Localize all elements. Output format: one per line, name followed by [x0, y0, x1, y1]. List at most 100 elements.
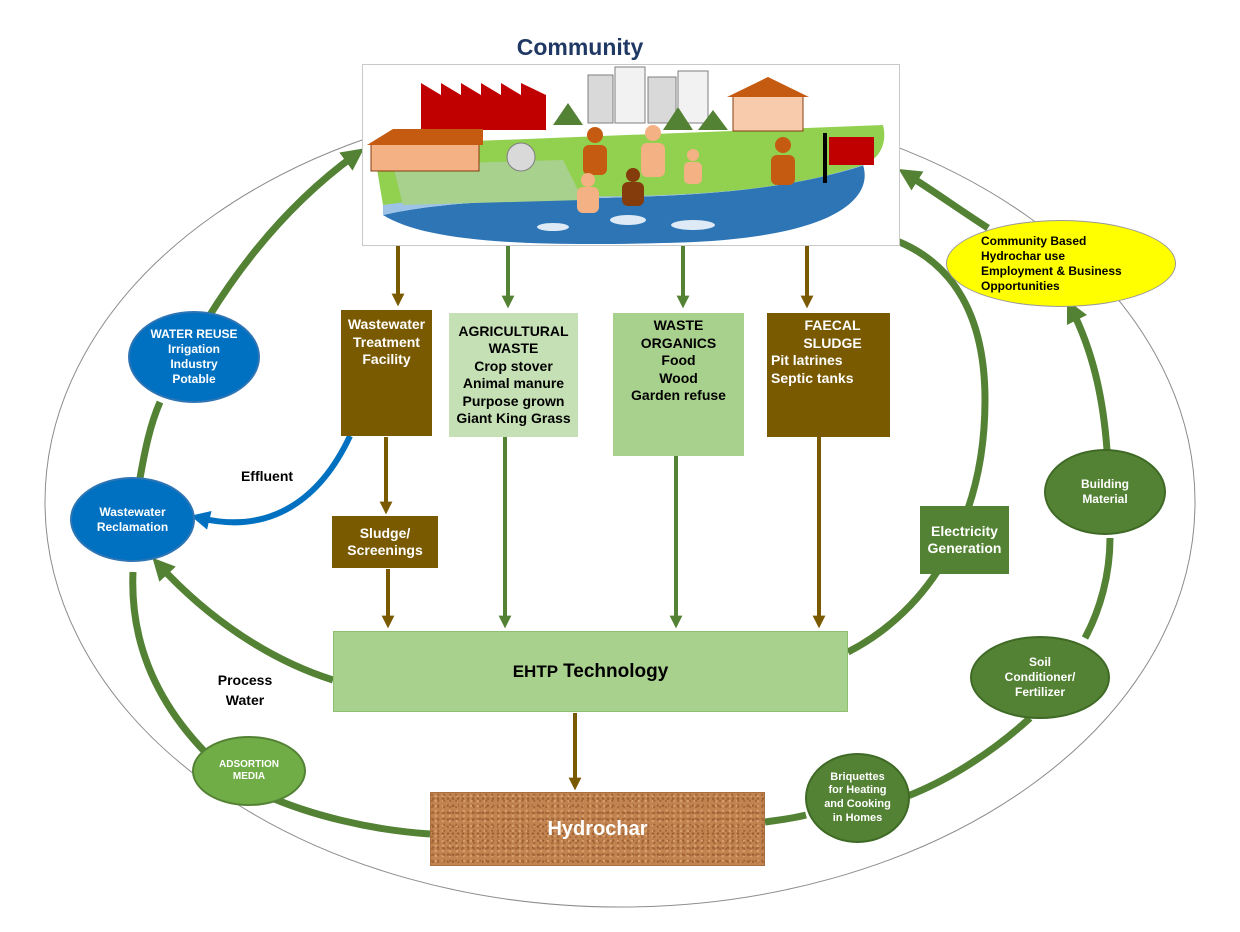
faecal-sludge-box: FAECAL SLUDGE Pit latrines Septic tanks	[767, 313, 890, 437]
effluent-label: Effluent	[240, 468, 294, 484]
agricultural-waste-box: AGRICULTURAL WASTE Crop stover Animal ma…	[449, 313, 578, 437]
house-right-roof	[727, 77, 809, 97]
soil-line-2: Conditioner/	[1004, 670, 1076, 684]
process-water-line-1: Process	[217, 672, 273, 688]
community-illustration	[362, 64, 900, 246]
wastewater-reclamation-ellipse: Wastewater Reclamation	[70, 477, 195, 562]
agri-line-6: Giant King Grass	[456, 410, 571, 426]
organics-line-3: Food	[661, 352, 696, 368]
hydrochar-box: Hydrochar	[430, 792, 765, 866]
water-reuse-line-3: Industry	[170, 357, 218, 371]
agri-line-4: Animal manure	[462, 375, 565, 391]
person-head-1	[587, 127, 603, 143]
building-material-ellipse: Building Material	[1044, 449, 1166, 535]
person-body-6	[622, 182, 644, 206]
building-line-1: Building	[1081, 477, 1129, 491]
arrow-ehtp-to-reclamation	[152, 557, 335, 684]
person-body-2	[641, 143, 665, 177]
ehtp-technology-box: EHTP Technology	[333, 631, 848, 712]
agri-line-5: Purpose grown	[462, 392, 565, 409]
community-based-line-1: Community Based	[981, 233, 1087, 248]
person-body-5	[577, 187, 599, 213]
diagram-title: Community	[516, 34, 644, 60]
water-reuse-line-4: Potable	[172, 372, 216, 386]
arrow-hydrochar-to-briquettes	[764, 811, 807, 826]
person-head-6	[626, 168, 640, 182]
community-based-line-4: Opportunities	[981, 278, 1060, 293]
adsorption-line-1: ADSORTION	[219, 758, 279, 770]
person-body-1	[583, 145, 607, 175]
community-based-ellipse: Community Based Hydrochar use Employment…	[946, 220, 1176, 307]
faecal-line-2: Pit latrines	[771, 352, 843, 368]
ehtp-label: EHTP	[512, 661, 559, 681]
house-right	[732, 94, 804, 132]
arrow-building-to-communitybased	[1066, 299, 1111, 451]
ehtp-technology-label: Technology	[563, 660, 669, 682]
organics-line-1: WASTE	[653, 317, 704, 333]
water-reuse-line-1: WATER REUSE	[150, 327, 238, 341]
water-reuse-ellipse: WATER REUSE Irrigation Industry Potable	[128, 311, 260, 403]
water-reuse-line-2: Irrigation	[167, 342, 220, 356]
house-left	[370, 142, 480, 172]
wastewater-treatment-facility-box: Wastewater Treatment Facility	[341, 310, 432, 436]
process-water-line-2: Water	[225, 692, 265, 709]
person-body-4	[684, 162, 702, 184]
soil-conditioner-ellipse: Soil Conditioner/ Fertilizer	[970, 636, 1110, 719]
process-water-label: Process Water	[205, 670, 285, 711]
person-head-5	[581, 173, 595, 187]
tree-2	[663, 107, 693, 130]
waste-organics-box: WASTE ORGANICS Food Wood Garden refuse	[613, 313, 744, 456]
briquettes-ellipse: Briquettes for Heating and Cooking in Ho…	[805, 753, 910, 843]
fish-3	[537, 223, 569, 231]
reclamation-line-1: Wastewater	[99, 504, 166, 519]
community-based-line-3: Employment & Business	[981, 263, 1122, 278]
factory	[421, 95, 546, 130]
fish-2	[671, 220, 715, 230]
soil-line-3: Fertilizer	[1014, 685, 1065, 699]
building-3	[647, 76, 677, 124]
wwtf-line-2: Treatment	[353, 333, 420, 350]
hydrochar-label: Hydrochar	[547, 817, 648, 840]
arrow-briquettes-to-soil	[903, 715, 1033, 801]
adsorption-media-ellipse: ADSORTION MEDIA	[192, 736, 306, 806]
community-based-line-2: Hydrochar use	[981, 248, 1066, 263]
briquettes-line-4: in Homes	[832, 811, 883, 824]
soil-line-1: Soil	[1028, 655, 1051, 669]
sign-board	[829, 137, 874, 165]
organics-line-5: Garden refuse	[631, 387, 726, 403]
sign-post	[823, 133, 827, 183]
arrow-ehtp-to-electricity-to-community	[813, 217, 989, 656]
person-head-4	[687, 149, 699, 161]
organics-line-2: ORGANICS	[640, 334, 717, 351]
building-2	[614, 66, 646, 124]
building-line-2: Material	[1082, 492, 1128, 506]
briquettes-line-2: for Heating	[828, 784, 887, 797]
electricity-generation-box: Electricity Generation	[920, 506, 1009, 574]
arrow-waterreuse-to-community	[205, 148, 365, 320]
faecal-line-1: FAECAL SLUDGE	[803, 317, 862, 351]
river-water	[383, 165, 865, 245]
building-4	[677, 70, 709, 124]
reclamation-line-2: Reclamation	[96, 519, 169, 534]
sludge-line-2: Screenings	[347, 542, 423, 558]
arrow-soil-to-building	[1081, 537, 1114, 640]
house-left-roof	[367, 129, 483, 145]
wwtf-line-1: Wastewater	[347, 316, 426, 332]
fish-1	[610, 215, 646, 225]
wheelchair-person	[506, 142, 536, 172]
faecal-line-3: Septic tanks	[771, 369, 854, 386]
arrow-effluent	[190, 434, 353, 530]
arrow-reclamation-to-waterreuse	[136, 400, 164, 479]
arrow-adsorption-to-reclamation	[129, 571, 208, 755]
person-body-3	[771, 155, 795, 185]
tree-1	[553, 103, 583, 125]
person-head-3	[775, 137, 791, 153]
electricity-line-1: Electricity	[931, 522, 998, 539]
electricity-line-2: Generation	[927, 540, 1002, 556]
briquettes-line-1: Briquettes	[830, 770, 885, 783]
briquettes-line-3: and Cooking	[824, 798, 891, 810]
agri-line-1: AGRICULTURAL	[458, 322, 569, 339]
agri-line-2: WASTE	[488, 340, 539, 356]
person-head-2	[645, 125, 661, 141]
